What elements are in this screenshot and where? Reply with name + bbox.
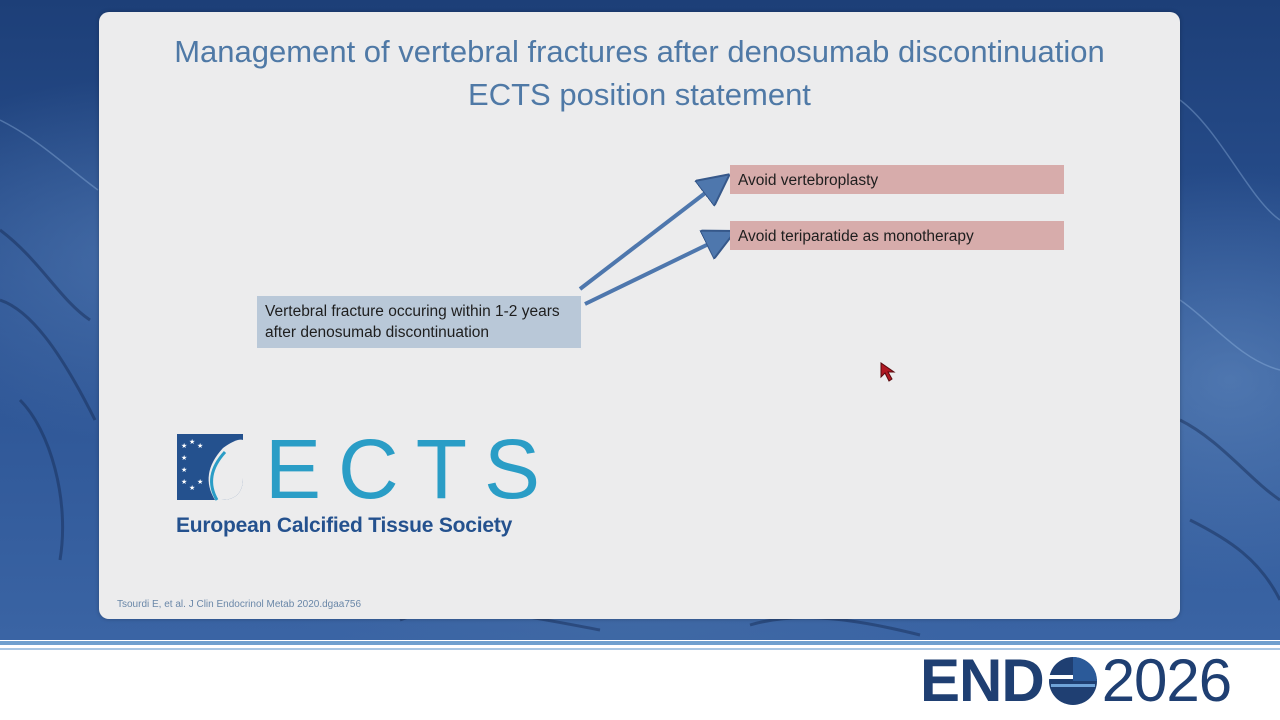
endo-wordmark: END (920, 647, 1045, 714)
recommendation-box-vertebroplasty: Avoid vertebroplasty (730, 165, 1064, 194)
svg-text:★: ★ (181, 466, 187, 474)
recommendation-text: Avoid teriparatide as monotherapy (738, 228, 974, 245)
svg-text:★: ★ (181, 478, 187, 486)
endo-2026-logo: END 2026 (920, 647, 1232, 714)
footer-divider-thin (0, 648, 1280, 650)
citation: Tsourdi E, et al. J Clin Endocrinol Meta… (117, 599, 362, 610)
title-line-2: ECTS position statement (468, 77, 811, 112)
slide-panel: Management of vertebral fractures after … (99, 12, 1180, 619)
source-condition-box: Vertebral fracture occuring within 1-2 y… (257, 296, 581, 348)
ects-society-name: European Calcified Tissue Society (176, 514, 513, 537)
svg-text:★: ★ (197, 478, 203, 486)
svg-text:★: ★ (189, 484, 195, 492)
title-line-1: Management of vertebral fractures after … (174, 34, 1105, 69)
mouse-cursor-icon (880, 362, 896, 382)
arrow-to-teriparatide (584, 238, 721, 306)
ects-emblem-icon: ★★★ ★★★ ★★ (177, 434, 243, 501)
recommendation-text: Avoid vertebroplasty (738, 172, 879, 189)
ects-wordmark: ECTS (265, 422, 558, 516)
svg-text:★: ★ (181, 442, 187, 450)
flow-arrows (578, 12, 1180, 306)
recommendation-box-teriparatide: Avoid teriparatide as monotherapy (730, 221, 1064, 250)
svg-text:★: ★ (181, 454, 187, 462)
globe-icon (1048, 657, 1097, 705)
svg-text:★: ★ (197, 442, 203, 450)
slide-title: Management of vertebral fractures after … (99, 30, 1180, 116)
arrow-to-vertebroplasty (578, 184, 717, 291)
endo-year: 2026 (1101, 647, 1232, 714)
source-condition-text: Vertebral fracture occuring within 1-2 y… (265, 303, 560, 341)
footer-divider (0, 641, 1280, 645)
svg-text:★: ★ (189, 438, 195, 446)
